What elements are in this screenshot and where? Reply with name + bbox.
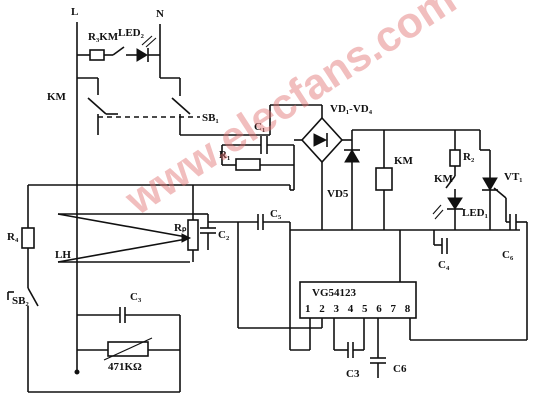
label-r2: R₂ bbox=[463, 151, 475, 163]
label-varistor: 471KΩ bbox=[108, 361, 142, 373]
label-c6: C₆ bbox=[502, 249, 514, 261]
label-c5: C₅ bbox=[270, 208, 282, 220]
potentiometer-wiper bbox=[181, 233, 192, 243]
potentiometer-rp bbox=[187, 219, 199, 251]
label-km-contact: KM bbox=[434, 173, 454, 185]
resistor-r3 bbox=[89, 49, 105, 61]
label-sb2: SB₂ bbox=[12, 295, 29, 307]
label-c1: C₁ bbox=[254, 121, 265, 133]
led1-symbol bbox=[447, 197, 463, 210]
km-switch-contact bbox=[87, 97, 107, 115]
relay-coil-km bbox=[375, 167, 393, 191]
label-km-left: KM bbox=[47, 91, 67, 103]
label-km-relay: KM bbox=[394, 155, 414, 167]
label-c4: C₄ bbox=[438, 259, 450, 271]
led2-symbol bbox=[136, 48, 148, 62]
label-live: L bbox=[71, 6, 78, 18]
bridge-diode-symbol bbox=[313, 133, 328, 147]
label-r1: R₁ bbox=[219, 149, 230, 161]
label-bridge: VD₁-VD₄ bbox=[330, 103, 373, 115]
label-ic-name: VG54123 bbox=[312, 287, 357, 299]
ic-vg54123 bbox=[299, 281, 417, 319]
label-led2: LED₂ bbox=[118, 27, 145, 39]
label-c2: C₂ bbox=[218, 229, 230, 241]
thyristor-vt1 bbox=[482, 177, 498, 191]
label-vt1: VT₁ bbox=[504, 171, 523, 183]
sb2-switch-contact bbox=[27, 287, 39, 307]
lh-sensor-upper bbox=[57, 213, 193, 239]
lh-sensor-lower bbox=[57, 237, 193, 263]
label-ic-pins: 1 2 3 4 5 6 7 8 bbox=[305, 303, 413, 315]
label-vd5: VD5 bbox=[327, 188, 349, 200]
resistor-r2 bbox=[449, 149, 461, 167]
km-contact-top bbox=[112, 46, 125, 56]
label-r4: R₄ bbox=[7, 231, 19, 243]
label-r3-km: R₃KM bbox=[88, 31, 119, 43]
resistor-r4 bbox=[21, 227, 35, 249]
terminal-dot bbox=[74, 369, 80, 375]
label-sb1: SB₁ bbox=[202, 112, 219, 124]
label-lh: LH bbox=[55, 249, 71, 261]
watermark: www.elecfans.com bbox=[116, 0, 464, 225]
diode-vd5 bbox=[344, 149, 360, 163]
label-c3-top: C₃ bbox=[130, 291, 142, 303]
sb1-switch-contact bbox=[171, 97, 191, 115]
label-rp: Rₚ bbox=[174, 222, 187, 234]
label-c3-bottom: C3 bbox=[346, 368, 360, 380]
label-neutral: N bbox=[156, 8, 164, 20]
km-contact-led-branch bbox=[445, 175, 456, 189]
label-c6-bottom: C6 bbox=[393, 363, 407, 375]
label-led1: LED₁ bbox=[462, 207, 488, 219]
